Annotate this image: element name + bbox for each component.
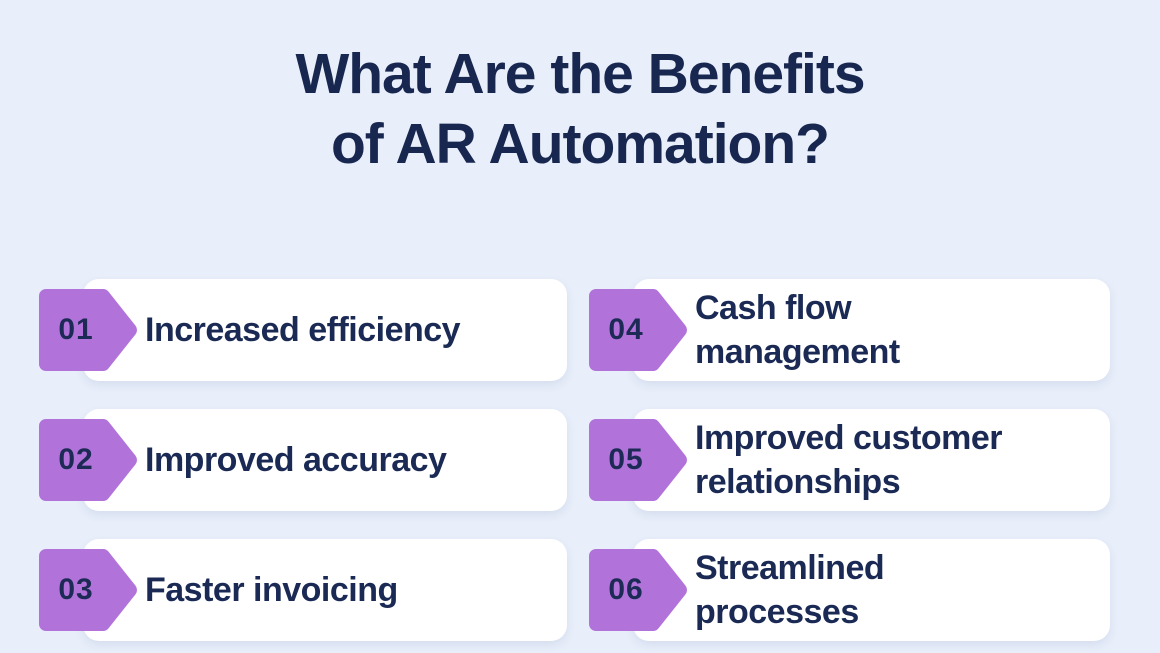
benefit-number: 02 xyxy=(58,443,94,476)
benefit-label: Streamlined processes xyxy=(695,548,885,631)
arrow-badge-icon: 04 xyxy=(589,289,687,371)
benefit-number: 04 xyxy=(608,313,644,346)
benefit-card-improved-accuracy: 02 Improved accuracy xyxy=(39,409,567,511)
benefit-number: 01 xyxy=(58,313,94,346)
benefit-number: 03 xyxy=(58,573,94,606)
page-title-line1: What Are the Benefits xyxy=(295,42,865,106)
benefit-label: Faster invoicing xyxy=(145,570,398,609)
infographic-page: What Are the Benefits of AR Automation? … xyxy=(0,40,1160,653)
arrow-badge-icon: 06 xyxy=(589,549,687,631)
benefit-label: Improved customer relationships xyxy=(695,418,1003,501)
page-title: What Are the Benefits of AR Automation? xyxy=(0,40,1160,179)
benefit-card-streamlined-processes: 06 Streamlined processes xyxy=(589,539,1110,641)
benefit-card-improved-customer-relationships: 05 Improved customer relationships xyxy=(589,409,1110,511)
benefit-label: Cash flow management xyxy=(695,288,900,371)
benefit-card-increased-efficiency: 01 Increased efficiency xyxy=(39,279,567,381)
benefit-card-cash-flow-management: 04 Cash flow management xyxy=(589,279,1110,381)
arrow-badge-icon: 03 xyxy=(39,549,137,631)
benefit-label: Improved accuracy xyxy=(145,440,447,479)
arrow-badge-icon: 02 xyxy=(39,419,137,501)
arrow-badge-icon: 05 xyxy=(589,419,687,501)
benefits-grid: 01 Increased efficiency 02 Improved accu… xyxy=(39,279,1110,641)
benefit-card-faster-invoicing: 03 Faster invoicing xyxy=(39,539,567,641)
benefit-number: 06 xyxy=(608,573,644,606)
page-title-line2: of AR Automation? xyxy=(330,111,830,176)
arrow-badge-icon: 01 xyxy=(39,289,137,371)
benefit-number: 05 xyxy=(608,443,644,476)
benefit-label: Increased efficiency xyxy=(145,310,461,349)
